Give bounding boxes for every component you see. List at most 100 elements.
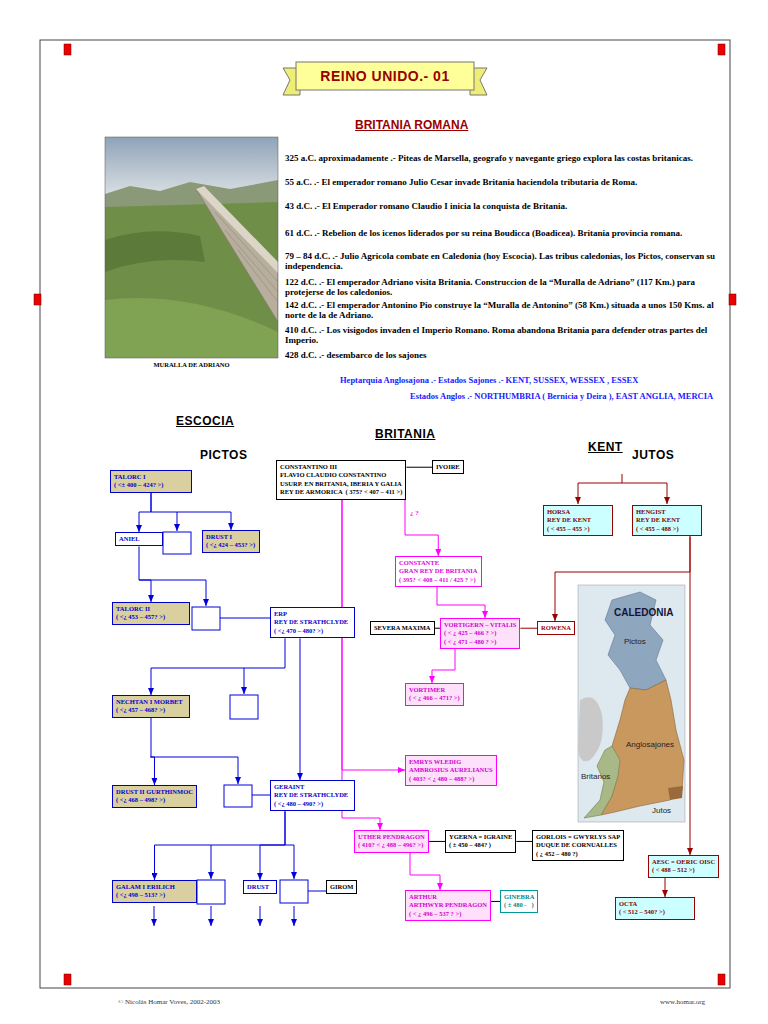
empty-person-box	[197, 880, 225, 904]
photo-ground	[105, 137, 278, 358]
person-detail: ( ± 480 - )	[504, 901, 534, 909]
photo-wall-top	[196, 186, 278, 273]
person-name: GERAINT	[274, 783, 351, 791]
person-detail: ( <¿ 424 – 453? >)	[206, 541, 256, 549]
map-label: Pictos	[624, 637, 646, 647]
person-detail: ( 395? < 408 – 411 / 425 ? >)	[399, 576, 478, 584]
timeline-entry: 122 d.C. .- El emperador Adriano visita …	[285, 277, 725, 297]
person-detail: ( <¿ 468 – 498? >)	[116, 796, 193, 804]
britain-map	[578, 585, 685, 822]
person-name: IVOIRE	[436, 463, 460, 471]
person-box: DRUST II GURTHINMOC( <¿ 468 – 498? >)	[112, 785, 197, 808]
person-box: TALORC I( <± 400 – 424? >)	[110, 470, 192, 493]
footer-note: © Nicolás Homar Voves, 2002-2003	[118, 998, 220, 1007]
page-title: REINO UNIDO.- 01	[296, 68, 474, 84]
timeline-entry: 142 d.C. .- El emperador Antonino Pio co…	[285, 300, 725, 320]
group-heading: ESCOCIA	[176, 414, 234, 428]
person-detail: REY DE STRATHCLYDE	[274, 618, 351, 626]
footer-note: www.homar.org	[660, 998, 705, 1007]
group-heading: PICTOS	[200, 448, 247, 462]
person-box: UTHER PENDRAGON( 410? < ¿ 488 – 496? >)	[354, 830, 429, 853]
person-box: GIROM	[326, 880, 357, 894]
person-name: NECHTAN I MORBET	[116, 698, 186, 706]
person-detail: ( < ¿ 496 – 537 ? >)	[409, 910, 487, 918]
map-caledonia	[605, 592, 666, 690]
descent-arrow	[151, 493, 231, 530]
person-box: ARTHURARTHWYR PENDRAGON( < ¿ 496 – 537 ?…	[405, 890, 491, 921]
person-name: GORLOIS = GWYRLYS SAP	[536, 833, 620, 841]
descent-arrow	[437, 587, 485, 618]
page-frame	[40, 40, 730, 988]
person-box: VORTIMER( < ¿ 466 – 471? >)	[405, 683, 464, 706]
person-name: AESC = OERIC OISC	[652, 858, 715, 866]
person-detail: ( <¿ 470 – 480? >)	[274, 627, 351, 635]
person-name: YGERNA = IGRAINE	[449, 833, 512, 841]
person-detail: ( < 488 – 512 >)	[652, 866, 715, 874]
person-box: GINEBRA( ± 480 - )	[500, 890, 538, 913]
marriage-line	[516, 841, 532, 842]
map-sea	[578, 585, 685, 822]
person-name: ANIEL	[119, 535, 159, 543]
person-detail: ( <¿ 498 – 513? >)	[116, 891, 193, 899]
hadrian-wall-photo	[105, 137, 278, 358]
photo-caption: MURALLA DE ADRIANO	[105, 361, 278, 369]
frame-marker	[64, 44, 71, 55]
descent-arrow	[410, 853, 440, 890]
marriage-line	[429, 841, 445, 842]
person-name: GINEBRA	[504, 893, 534, 901]
person-box: CONSTANTINO IIIFLAVIO CLAUDIO CONSTANTIN…	[276, 460, 406, 500]
frame-marker	[729, 294, 736, 305]
descent-arrow	[151, 638, 285, 695]
person-detail: ( < 455 – 488 >)	[636, 525, 698, 533]
person-name: DRUST I	[206, 533, 256, 541]
person-detail: ( < ¿ 471 – 480 ? >)	[444, 638, 516, 646]
timeline-entry: 61 d.C. .- Rebelion de los icenos lidera…	[285, 228, 725, 238]
person-detail: DUQUE DE CORNUALLES	[536, 841, 620, 849]
person-name: GALAM I ERILICH	[116, 883, 193, 891]
person-name: HORSA	[547, 508, 609, 516]
empty-person-box	[280, 880, 308, 903]
person-detail: REY DE KENT	[636, 516, 698, 524]
person-detail: REY DE KENT	[547, 516, 609, 524]
descent-arrow	[139, 493, 151, 532]
person-name: CONSTANTE	[399, 559, 478, 567]
person-detail: ( <¿ 453 – 457? >)	[116, 613, 186, 621]
heptarchy-note: Heptarquia Anglosajona .- Estados Sajone…	[340, 375, 725, 385]
person-detail: AMBROSIUS AURELIANUS	[409, 766, 493, 774]
descent-line	[154, 906, 155, 926]
person-box: NECHTAN I MORBET( <¿ 457 – 468? >)	[112, 695, 190, 718]
person-detail: ( <¿ 480 – 490? >)	[274, 800, 351, 808]
descent-arrow	[555, 536, 690, 621]
descent-line	[294, 906, 295, 926]
marriage-line	[406, 467, 432, 468]
group-heading: BRITANIA	[375, 427, 435, 441]
descent-line	[578, 483, 579, 504]
pictish-extra-lines	[139, 512, 326, 926]
person-detail: USURP. EN BRITANIA, IBERIA Y GALIA	[280, 480, 402, 488]
banner-body	[296, 62, 474, 90]
descent-line	[260, 906, 261, 926]
descent-line	[150, 757, 238, 784]
descent-arrow	[139, 546, 151, 602]
person-detail: ( <¿ 457 – 468? >)	[116, 706, 186, 714]
map-label: CALEDONIA	[614, 607, 673, 619]
person-detail: REY DE STRATHCLYDE	[274, 791, 351, 799]
person-box: CONSTANTEGRAN REY DE BRITANIA( 395? < 40…	[395, 556, 482, 587]
person-box: SEVERA MAXIMA	[370, 621, 435, 635]
person-box: HENGISTREY DE KENT( < 455 – 488 >)	[632, 505, 702, 536]
map-ireland	[578, 697, 603, 761]
descent-arrow	[432, 649, 455, 683]
person-name: TALORC I	[114, 473, 188, 481]
marriage-line	[252, 795, 270, 796]
person-detail: FLAVIO CLAUDIO CONSTANTINO	[280, 471, 402, 479]
map-jute-area	[668, 786, 683, 800]
timeline-entry: 55 a.C. .- El emperador romano Julio Ces…	[285, 177, 725, 187]
person-name: GIROM	[330, 883, 353, 891]
person-box: TALORC II( <¿ 453 – 457? >)	[112, 602, 190, 625]
group-heading: JUTOS	[632, 448, 674, 462]
person-box: HORSAREY DE KENT( < 455 – 455 >)	[543, 505, 613, 536]
person-box: GORLOIS = GWYRLYS SAPDUQUE DE CORNUALLES…	[532, 830, 624, 861]
person-box: OCTA( < 512 – 540? >)	[615, 897, 695, 920]
descent-line	[211, 906, 212, 926]
map-label: Jutos	[652, 806, 671, 816]
